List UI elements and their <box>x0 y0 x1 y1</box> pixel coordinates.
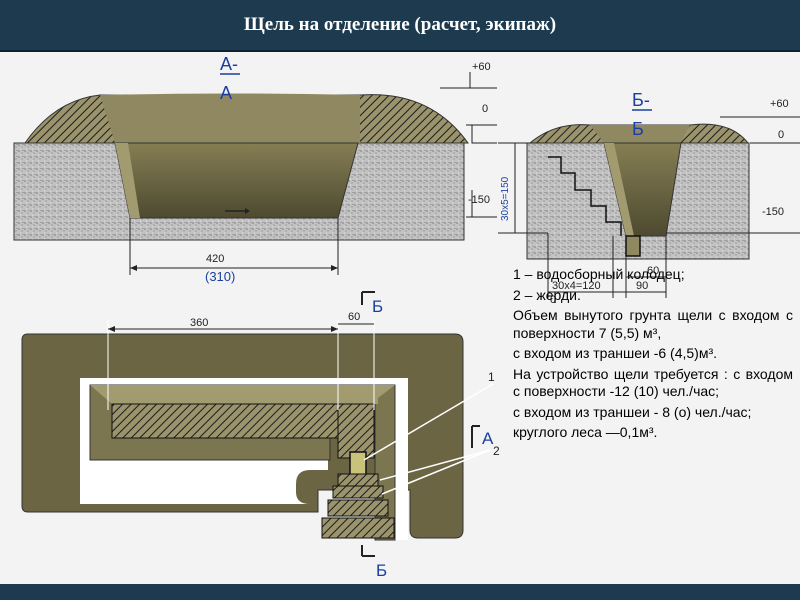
plan-step-2 <box>332 485 384 499</box>
section-aa-label-top: А- <box>220 54 238 74</box>
mark-0-bb: 0 <box>778 129 784 141</box>
section-aa: А- А +60 0 -150 420 (310) <box>13 54 497 284</box>
dim-420: 420 <box>206 253 224 265</box>
dim-310: (310) <box>205 269 235 284</box>
dim-60-plan: 60 <box>348 311 360 323</box>
dim-30x5: 30х5=150 <box>500 176 511 221</box>
legend-labor-trench: с входом из траншеи - 8 (о) чел./час; <box>513 403 752 420</box>
roof-bb <box>590 125 690 143</box>
plan-dim-arrow-l <box>108 326 115 332</box>
legend-volume-surface: Объем вынутого грунта щели с входом с по… <box>513 307 793 341</box>
entry-steps <box>548 156 622 236</box>
dim-arrow-r <box>331 265 338 271</box>
trench-wall-left <box>115 143 140 218</box>
trench-aa <box>114 142 359 219</box>
dim-0-bb: 0 <box>550 294 556 306</box>
callout-1: 1 <box>488 370 495 384</box>
plan-floor-corner <box>337 403 375 459</box>
callout-2: 2 <box>493 444 500 458</box>
mark-plus60-bb: +60 <box>770 98 789 110</box>
section-bb-label-top: Б- <box>632 90 650 110</box>
cut-b-bottom: Б <box>376 561 387 580</box>
plan-step-3 <box>327 499 389 517</box>
section-bb: Б- Б +60 0 -150 30х5=150 60 30х4=120 90 … <box>498 90 800 306</box>
dim-arrow-l <box>130 265 137 271</box>
technical-drawing: А- А +60 0 -150 420 (310) Б- Б +60 0 <box>13 54 800 580</box>
cut-a: А <box>482 429 494 448</box>
roof-aa <box>100 93 360 143</box>
legend-item-1: 1 – водосборный колодец; <box>513 266 685 282</box>
mark-plus60-aa: +60 <box>472 61 491 73</box>
section-aa-label-bottom: А <box>220 83 232 103</box>
callout-2-leader-a <box>379 449 491 481</box>
legend-item-2: 2 – жерди. <box>513 286 581 303</box>
level-tick-0 <box>471 125 497 144</box>
plan-floor-hatch <box>111 403 375 439</box>
dim-30x4: 30х4=120 <box>552 280 601 292</box>
legend-panel: 1 – водосборный колодец; 2 – жерди. Объе… <box>513 266 793 445</box>
callout-2-leader-b <box>381 449 491 495</box>
mark-minus150-bb: -150 <box>762 206 784 218</box>
section-bb-label-bottom: Б <box>632 119 644 139</box>
plan-step-1 <box>337 473 379 487</box>
plan-dim-arrow-r <box>331 326 338 332</box>
page-title: Щель на отделение (расчет, экипаж) <box>243 14 557 35</box>
arrow-head-aa <box>245 208 250 214</box>
bottom-bar <box>0 584 800 600</box>
dim-60-bb: 60 <box>647 265 659 277</box>
trench-bb-wall <box>604 143 634 236</box>
title-bar: Щель на отделение (расчет, экипаж) <box>0 0 800 52</box>
legend-volume-trench: с входом из траншеи -6 (4,5)м³. <box>513 345 717 361</box>
plan-trench-bevel <box>90 385 395 404</box>
plan-view: 360 60 Б Б А 1 2 <box>21 291 500 580</box>
legend-timber: круглого леса —0,1м³. <box>513 424 658 440</box>
drawing-canvas: А- А +60 0 -150 420 (310) Б- Б +60 0 <box>0 52 800 584</box>
sump-bb <box>625 235 641 257</box>
mark-0-aa: 0 <box>482 103 488 115</box>
callout-1-leader <box>363 383 494 461</box>
plan-sump <box>349 451 367 477</box>
cut-b-top: Б <box>372 297 383 316</box>
plan-step-4 <box>321 517 395 539</box>
mark-minus150-aa: -150 <box>468 194 490 206</box>
legend-labor-surface: На устройство щели требуется : с входом … <box>513 365 793 400</box>
dim-90-bb: 90 <box>636 280 648 292</box>
dim-360: 360 <box>190 317 208 329</box>
